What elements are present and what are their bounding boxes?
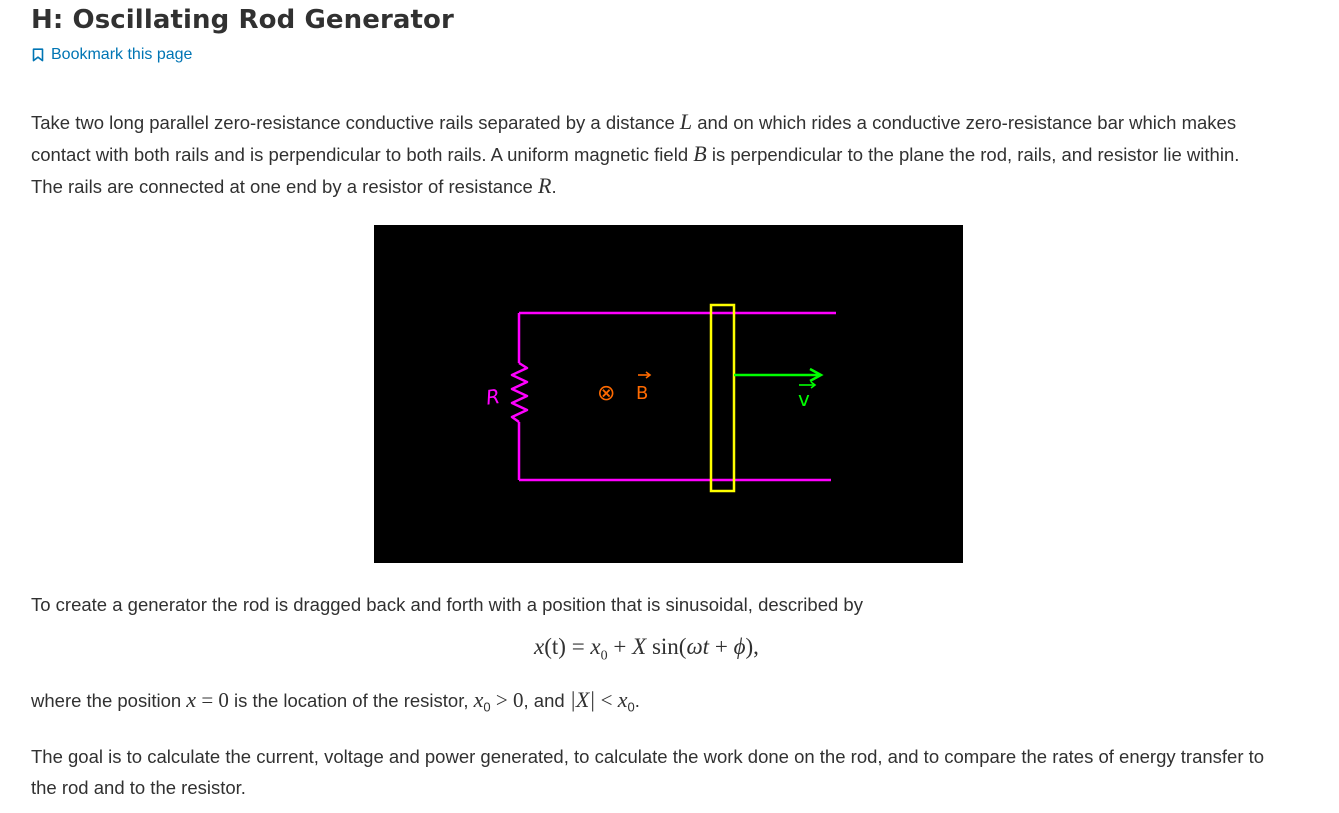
eq-X: X xyxy=(632,634,647,659)
intro-text-2: and on which rides a conductive zero-res… xyxy=(31,112,1237,165)
intro-text-3: is perpendicular to the plane the rod, r… xyxy=(31,144,1240,197)
field-arrow-head xyxy=(645,371,652,379)
eq-sin: sin( xyxy=(646,634,687,659)
intro-text-4: . xyxy=(551,176,557,197)
page-title: H: Oscillating Rod Generator xyxy=(31,5,454,35)
var-R: R xyxy=(537,173,552,198)
resistor-label: R xyxy=(484,384,501,410)
where-gt0: > 0 xyxy=(490,688,524,712)
field-label: B xyxy=(636,383,648,404)
position-equation: x(t) = x0 + X sin(ωt + ϕ), xyxy=(534,634,759,665)
eq-plus-2: + xyxy=(709,634,734,659)
bookmark-label: Bookmark this page xyxy=(51,46,193,63)
where-paragraph: where the position x = 0 is the location… xyxy=(31,684,1271,723)
intro-text-1: Take two long parallel zero-resistance c… xyxy=(31,112,680,133)
where-x0b-sub: 0 xyxy=(627,699,635,715)
eq-equals: = xyxy=(565,634,591,659)
bookmark-icon xyxy=(32,48,44,62)
eq-plus: + xyxy=(607,634,633,659)
eq-t: (t) xyxy=(544,634,566,659)
bookmark-button[interactable]: Bookmark this page xyxy=(32,46,192,64)
where-text-1: where the position xyxy=(31,690,187,711)
intro-paragraph: Take two long parallel zero-resistance c… xyxy=(31,106,1271,202)
circuit-figure: R ⊗ B v xyxy=(374,225,963,563)
generator-paragraph: To create a generator the rod is dragged… xyxy=(31,594,863,615)
where-x0b: x xyxy=(617,687,628,712)
where-lt: < xyxy=(595,688,618,712)
circuit-diagram: R ⊗ B v xyxy=(484,303,836,493)
var-L: L xyxy=(679,109,693,134)
where-x: x xyxy=(186,687,197,712)
velocity-label: v xyxy=(798,387,810,411)
eq-x: x xyxy=(534,634,545,659)
field-into-page-icon: ⊗ xyxy=(597,381,615,406)
eq-close: ), xyxy=(745,634,759,659)
where-absX: |X| xyxy=(569,687,596,712)
where-text-3: , and xyxy=(523,690,570,711)
eq-x0: x xyxy=(590,634,601,659)
where-end: . xyxy=(634,690,640,711)
velocity-arrow-head xyxy=(809,367,824,383)
var-B: B xyxy=(693,141,707,166)
where-x0-sub: 0 xyxy=(483,699,491,715)
eq-omega-t: ωt xyxy=(686,634,710,659)
eq-x0-sub: 0 xyxy=(600,648,608,664)
eq-phi: ϕ xyxy=(733,634,746,659)
where-eq0: = 0 xyxy=(196,688,229,712)
resistor-zigzag xyxy=(510,361,529,424)
velocity-label-arrow-head xyxy=(810,381,817,389)
where-x0: x xyxy=(473,687,484,712)
goal-paragraph: The goal is to calculate the current, vo… xyxy=(31,746,1265,798)
where-text-2: is the location of the resistor, xyxy=(228,690,474,711)
rod xyxy=(709,303,736,493)
